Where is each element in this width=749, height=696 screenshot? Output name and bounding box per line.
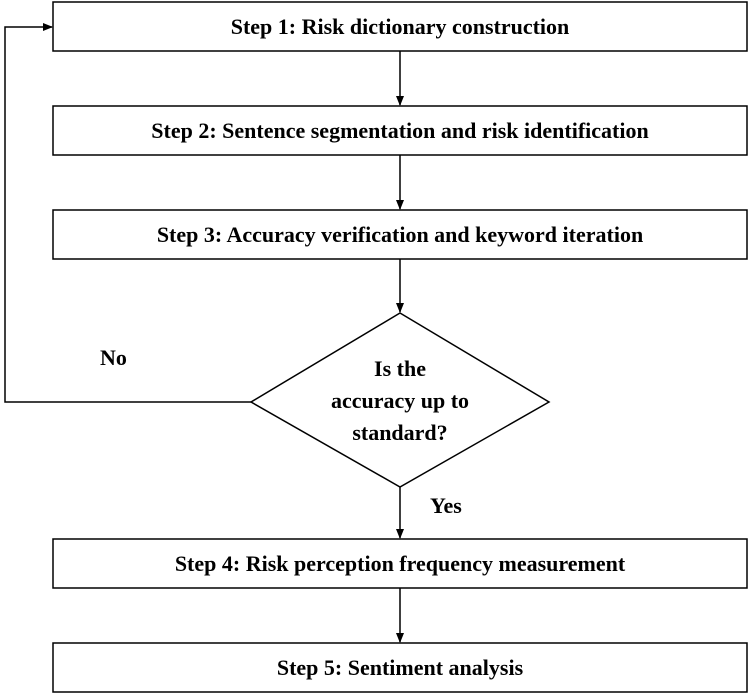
yes-branch-label: Yes bbox=[430, 493, 462, 518]
step-5-box: Step 5: Sentiment analysis bbox=[52, 642, 748, 693]
step-2-box: Step 2: Sentence segmentation and risk i… bbox=[52, 105, 748, 156]
step-3-box: Step 3: Accuracy verification and keywor… bbox=[52, 209, 748, 260]
step-4-box: Step 4: Risk perception frequency measur… bbox=[52, 538, 748, 589]
decision-line-3: standard? bbox=[352, 420, 447, 445]
step-2-label: Step 2: Sentence segmentation and risk i… bbox=[151, 118, 648, 143]
step-1-box: Step 1: Risk dictionary construction bbox=[52, 1, 748, 52]
step-4-label: Step 4: Risk perception frequency measur… bbox=[175, 551, 626, 576]
step-1-label: Step 1: Risk dictionary construction bbox=[231, 14, 570, 39]
decision-line-1: Is the bbox=[374, 356, 426, 381]
step-5-label: Step 5: Sentiment analysis bbox=[277, 655, 524, 680]
decision-line-2: accuracy up to bbox=[331, 388, 469, 413]
no-branch-label: No bbox=[100, 345, 127, 370]
decision-diamond: Is the accuracy up to standard? bbox=[249, 312, 551, 488]
step-3-label: Step 3: Accuracy verification and keywor… bbox=[157, 222, 643, 247]
arrow-no-loop-back bbox=[4, 23, 251, 403]
